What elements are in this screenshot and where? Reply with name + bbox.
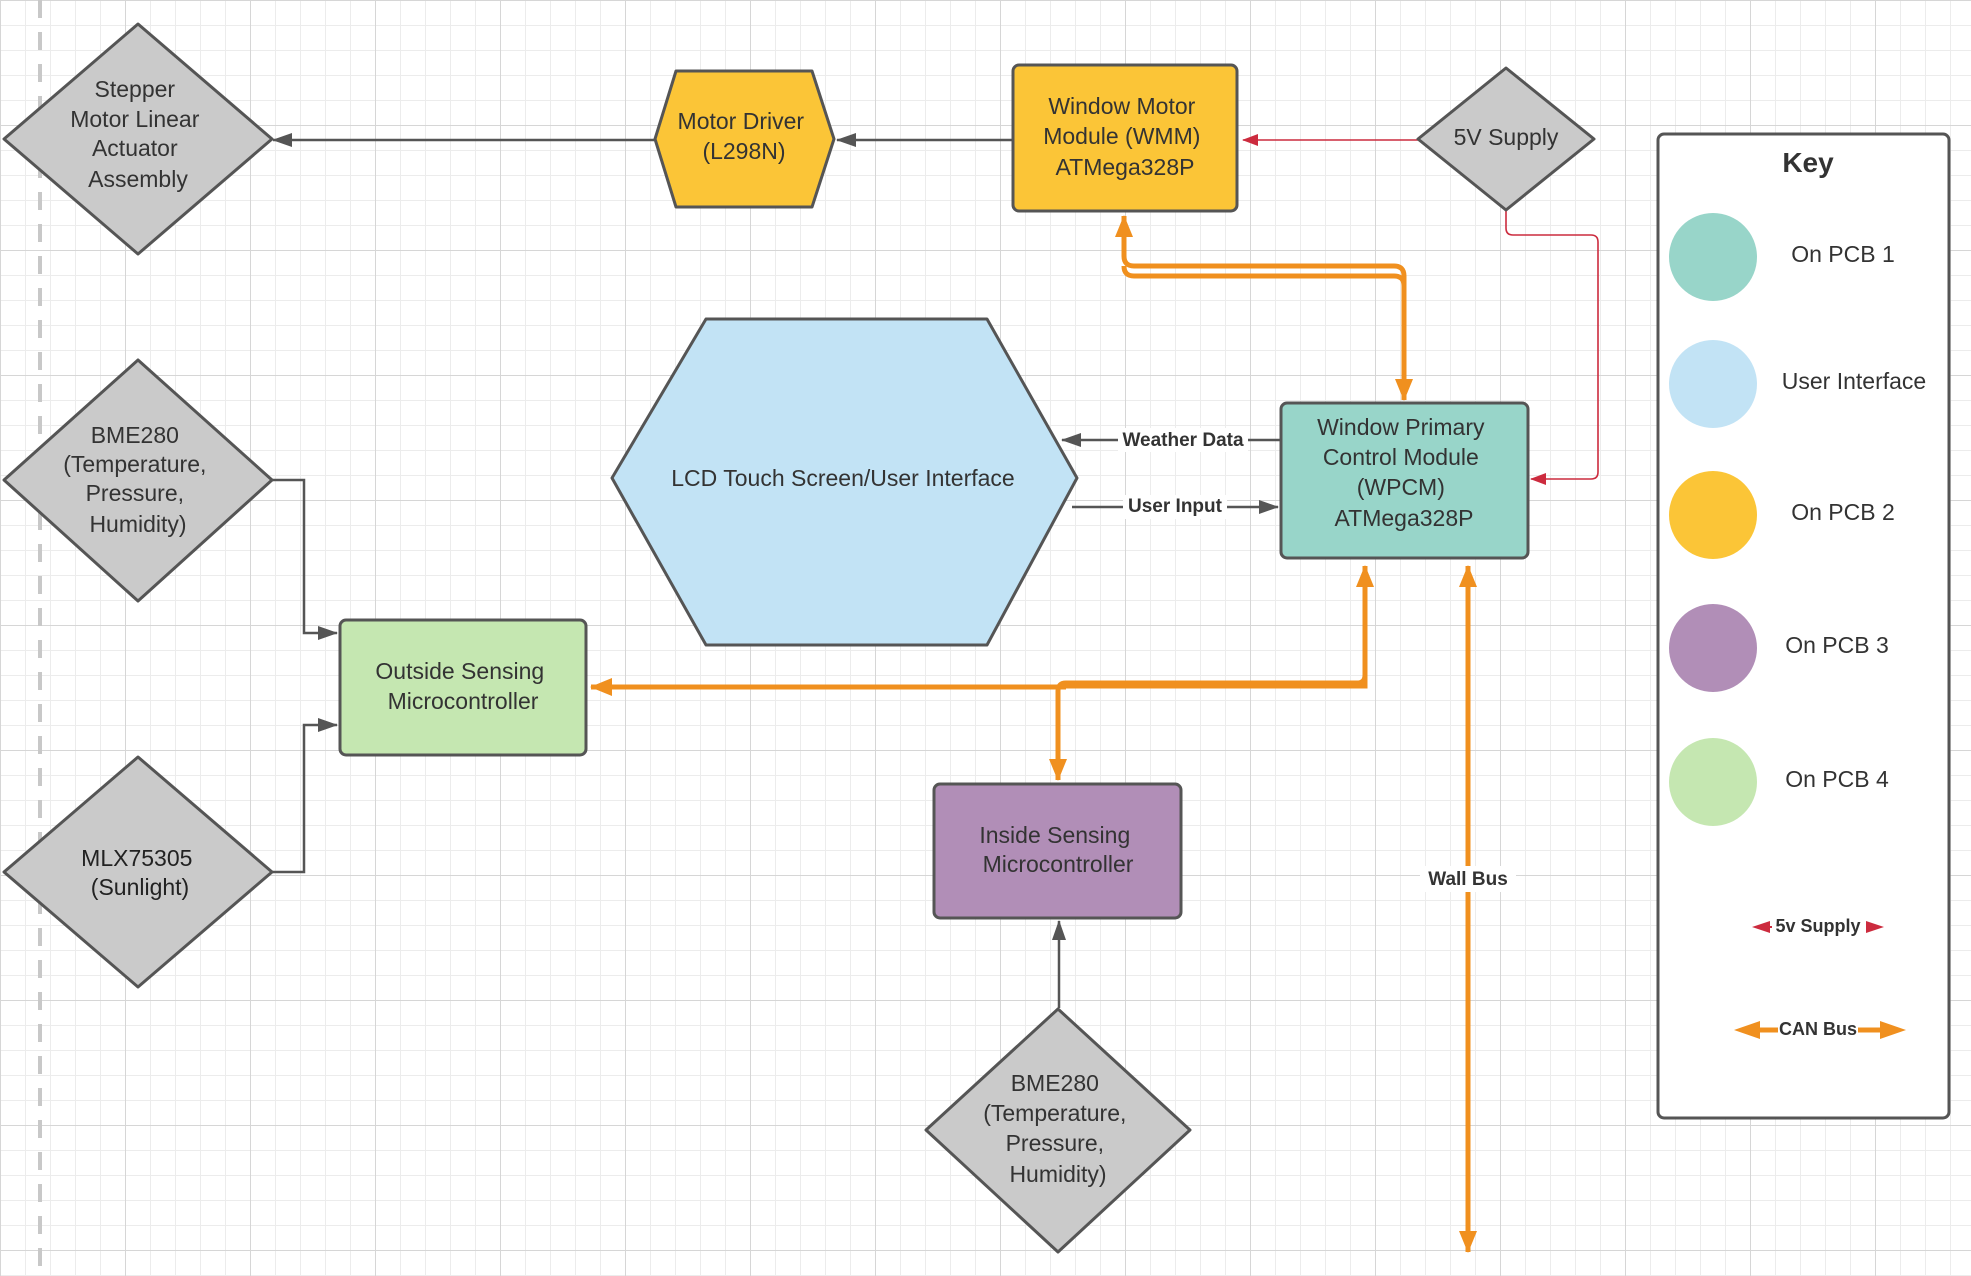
bme280-inside-diamond [924, 1007, 1192, 1254]
outside-mcu-label: Outside Sensing Microcontroller [375, 658, 550, 714]
wpcm-node[interactable]: Window Primary Control Module (WPCM) ATM… [1279, 401, 1530, 560]
mlx-node[interactable]: MLX75305 (Sunlight) [2, 755, 274, 989]
bme280-inside-label: BME280 (Temperature, Pressure, Humidity) [983, 1070, 1133, 1187]
key-can-arrow-right [1880, 1021, 1906, 1039]
supply-to-wpcm-connector[interactable] [1505, 210, 1599, 485]
key-item-can-bus: CAN Bus [1734, 1019, 1906, 1039]
key-swatch-pcb1 [1669, 213, 1757, 301]
bme280-outside-label: BME280 (Temperature, Pressure, Humidity) [63, 422, 213, 537]
motor-driver-label: Motor Driver (L298N) [678, 108, 811, 164]
wall-bus-label-bg [1420, 866, 1516, 892]
stepper-diamond [2, 22, 274, 256]
motor-driver-node[interactable]: Motor Driver (L298N) [653, 69, 836, 209]
key-swatch-ui [1669, 340, 1757, 428]
stepper-actuator-node[interactable]: Stepper Motor Linear Actuator Assembly [2, 22, 274, 256]
key-label-pcb3: On PCB 3 [1785, 632, 1889, 658]
mlx-diamond [2, 755, 274, 989]
wmm-label: Window Motor Module (WMM) ATMega328P [1043, 93, 1207, 180]
weather-data-label: Weather Data [1122, 430, 1244, 451]
lcd-ui-node[interactable]: LCD Touch Screen/User Interface [610, 317, 1079, 647]
inside-mcu-node[interactable]: Inside Sensing Microcontroller [932, 782, 1183, 920]
lcd-hexagon [610, 317, 1079, 647]
bme280-outside-node[interactable]: BME280 (Temperature, Pressure, Humidity) [2, 358, 274, 603]
outside-mcu-box [338, 618, 588, 757]
user-input-label-bg [1123, 495, 1227, 519]
key-swatch-pcb3 [1669, 604, 1757, 692]
key-label-pcb2: On PCB 2 [1791, 499, 1895, 525]
motor-driver-hexagon [653, 69, 836, 209]
key-item-5v-supply: 5v Supply [1752, 916, 1884, 936]
supply-label: 5V Supply [1454, 124, 1559, 150]
bme280-inside-node[interactable]: BME280 (Temperature, Pressure, Humidity) [924, 1007, 1192, 1254]
key-swatch-pcb4 [1669, 738, 1757, 826]
key-title: Key [1782, 147, 1834, 178]
supply-5v-node[interactable]: 5V Supply [1416, 66, 1596, 212]
user-input-label: User Input [1128, 496, 1223, 517]
stepper-label: Stepper Motor Linear Actuator Assembly [70, 76, 206, 192]
wpcm-box [1279, 401, 1530, 560]
key-label-5v-supply: 5v Supply [1775, 916, 1860, 936]
key-legend: Key On PCB 1 User Interface On PCB 2 On … [1656, 132, 1951, 1120]
can-bus-wmm-to-wpcm[interactable] [1121, 265, 1413, 401]
wall-bus-label: Wall Bus [1428, 869, 1508, 890]
can-bus-wpcm-to-inside[interactable] [1049, 566, 1368, 781]
bme280-outside-connector[interactable] [272, 478, 338, 640]
key-5v-arrow-left [1752, 921, 1770, 933]
key-5v-arrow-right [1866, 921, 1884, 933]
wpcm-label: Window Primary Control Module (WPCM) ATM… [1317, 414, 1491, 531]
mlx-label: MLX75305 (Sunlight) [81, 845, 199, 900]
inside-mcu-label: Inside Sensing Microcontroller [979, 822, 1136, 877]
wmm-box [1011, 63, 1239, 213]
key-label-pcb4: On PCB 4 [1785, 766, 1889, 792]
outside-mcu-node[interactable]: Outside Sensing Microcontroller [338, 618, 588, 757]
key-item-ui: User Interface [1669, 340, 1926, 428]
wmm-node[interactable]: Window Motor Module (WMM) ATMega328P [1011, 63, 1239, 213]
key-label-pcb1: On PCB 1 [1791, 241, 1895, 267]
key-label-can-bus: CAN Bus [1779, 1019, 1857, 1039]
can-bus-wpcm-to-wmm[interactable] [1115, 215, 1407, 392]
key-item-pcb4: On PCB 4 [1669, 738, 1889, 826]
key-can-arrow-left [1734, 1021, 1760, 1039]
key-swatch-pcb2 [1669, 471, 1757, 559]
can-bus-to-wpcm[interactable] [1058, 565, 1374, 689]
bme280-outside-diamond [2, 358, 274, 603]
lcd-label: LCD Touch Screen/User Interface [671, 465, 1014, 491]
key-item-pcb3: On PCB 3 [1669, 604, 1889, 692]
inside-mcu-box [932, 782, 1183, 920]
key-item-pcb1: On PCB 1 [1669, 213, 1895, 301]
supply-diamond [1416, 66, 1596, 212]
key-item-pcb2: On PCB 2 [1669, 471, 1895, 559]
weather-data-label-bg [1118, 428, 1248, 452]
mlx-connector[interactable] [272, 718, 338, 874]
key-label-ui: User Interface [1782, 368, 1926, 394]
